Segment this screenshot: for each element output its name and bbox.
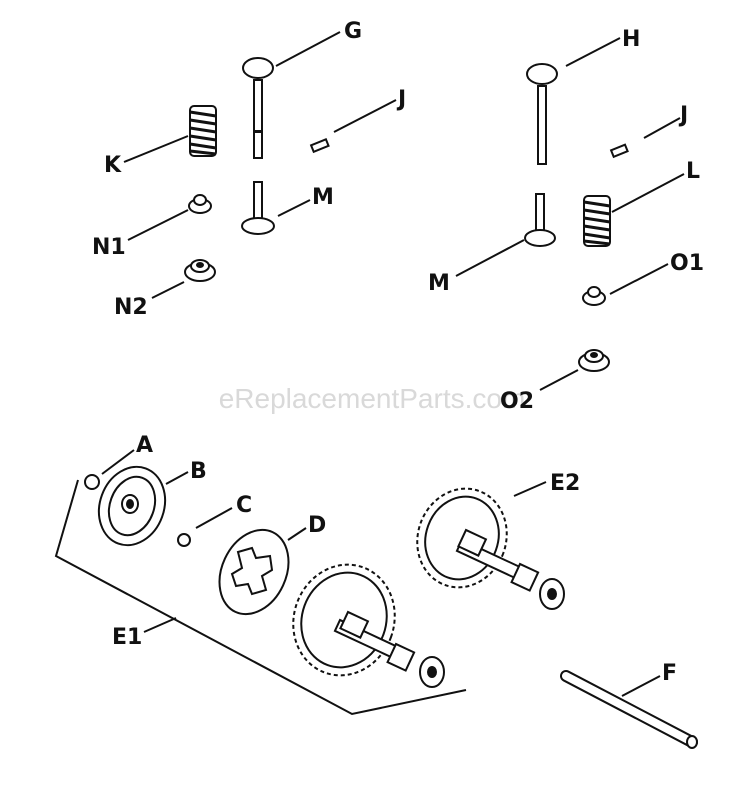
valve-m-right [524, 193, 556, 247]
leader-m-left [277, 199, 311, 217]
label-m-left: M [312, 185, 334, 210]
camshaft-gear-e2 [416, 487, 565, 610]
leader-a [101, 449, 135, 475]
cam-disc-d [218, 528, 290, 616]
label-e1: E1 [112, 625, 142, 650]
label-m-right: M [428, 271, 450, 296]
leader-h [565, 37, 621, 67]
leader-b [165, 471, 189, 485]
spring-k [189, 105, 217, 157]
leader-o1 [609, 263, 669, 295]
label-e2: E2 [550, 471, 580, 496]
keeper-n1 [188, 194, 212, 214]
label-g: G [344, 19, 362, 44]
leader-n2 [151, 281, 185, 299]
retainer-n2 [184, 259, 216, 282]
leader-o2 [539, 369, 579, 391]
label-o1: O1 [670, 251, 704, 276]
leader-c [195, 507, 233, 529]
label-n2: N2 [114, 295, 148, 320]
ring-a [84, 474, 100, 490]
leader-k [123, 135, 189, 163]
shaft-f [560, 670, 698, 749]
ball-c [177, 533, 191, 547]
label-j-left: J [396, 87, 406, 112]
label-j-right: J [678, 103, 688, 128]
label-f: F [662, 661, 677, 686]
leader-m-right [455, 239, 525, 277]
pin-j-left [309, 137, 330, 154]
leader-n1 [127, 209, 189, 241]
valve-h [526, 63, 558, 165]
leader-j-right [643, 117, 681, 139]
label-n1: N1 [92, 235, 126, 260]
valve-m-left [241, 181, 275, 235]
label-c: C [236, 493, 252, 518]
label-b: B [190, 459, 207, 484]
bracket-e1 [54, 479, 467, 716]
leader-e1 [143, 617, 177, 633]
camshaft-gear-e1 [292, 563, 445, 688]
leader-j-left [333, 99, 397, 133]
leader-l [611, 173, 685, 213]
leader-e2 [513, 481, 547, 497]
label-d: D [308, 513, 326, 538]
flyweight-plate-b [97, 465, 167, 547]
spring-l [583, 195, 611, 247]
label-a: A [136, 433, 153, 458]
watermark: eReplacementParts.com [219, 383, 526, 414]
label-h: H [622, 27, 640, 52]
label-o2: O2 [500, 389, 534, 414]
label-k: K [104, 153, 122, 178]
leader-f [621, 675, 661, 697]
retainer-o2 [578, 349, 610, 372]
pin-j-right [609, 143, 629, 159]
keeper-o1 [582, 286, 606, 306]
leader-g [275, 31, 341, 67]
label-l: L [686, 159, 700, 184]
leader-d [287, 527, 307, 541]
valve-g [242, 57, 274, 159]
